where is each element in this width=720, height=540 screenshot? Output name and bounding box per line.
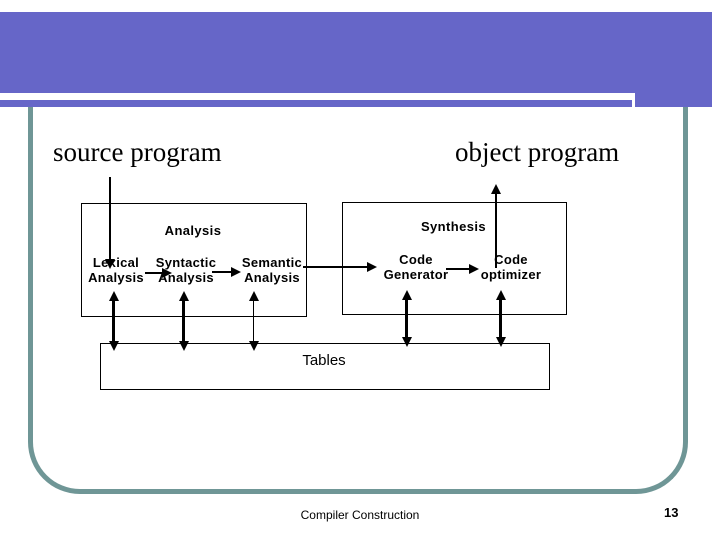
syntactic-analysis-label: Syntactic Analysis bbox=[149, 255, 223, 285]
banner-accent-strip bbox=[0, 100, 632, 107]
page-number: 13 bbox=[664, 505, 679, 520]
lexical-analysis-label: Lexical Analysis bbox=[79, 255, 153, 285]
code-generator-label: Code Generator bbox=[379, 252, 453, 282]
generator-line2: Generator bbox=[383, 267, 449, 282]
semantic-line2: Analysis bbox=[244, 270, 300, 285]
tables-box bbox=[100, 343, 550, 390]
syntactic-line2: Analysis bbox=[158, 270, 214, 285]
lexical-line2: Analysis bbox=[88, 270, 144, 285]
semantic-line1: Semantic bbox=[241, 255, 303, 270]
content-frame bbox=[28, 104, 688, 494]
source-program-title: source program bbox=[53, 137, 222, 167]
synthesis-box bbox=[342, 202, 567, 315]
title-banner bbox=[0, 12, 712, 93]
code-optimizer-label: Code optimizer bbox=[474, 252, 548, 282]
tables-label: Tables bbox=[302, 352, 346, 369]
synthesis-label: Synthesis bbox=[420, 219, 486, 234]
lexical-line1: Lexical bbox=[92, 255, 140, 270]
object-program-title: object program bbox=[455, 137, 620, 167]
optimizer-line1: Code bbox=[494, 252, 528, 267]
footer-title: Compiler Construction bbox=[300, 508, 420, 522]
optimizer-line2: optimizer bbox=[480, 267, 542, 282]
generator-line1: Code bbox=[399, 252, 433, 267]
syntactic-line1: Syntactic bbox=[155, 255, 217, 270]
semantic-analysis-label: Semantic Analysis bbox=[234, 255, 310, 285]
banner-accent-block bbox=[635, 12, 712, 107]
analysis-label: Analysis bbox=[164, 223, 222, 238]
